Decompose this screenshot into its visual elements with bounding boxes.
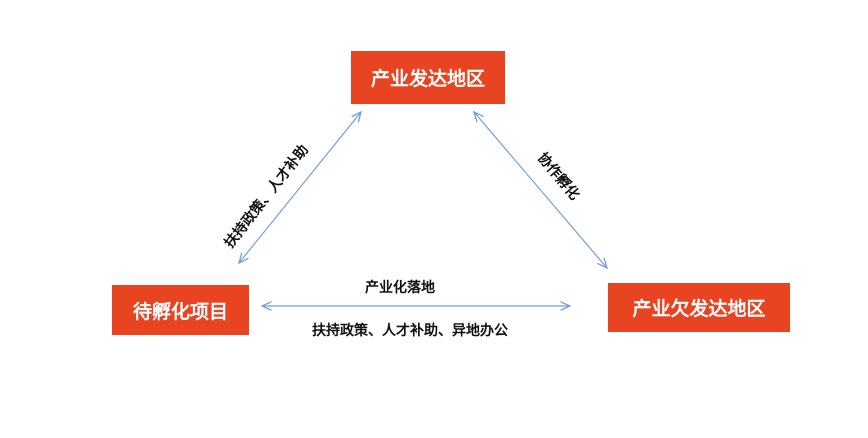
arrow-right-diagonal [474,112,607,268]
arrow-left-diagonal [239,112,361,263]
node-developed-region: 产业发达地区 [351,51,505,104]
edge-label-bottom: 扶持政策、人才补助、异地办公 [312,323,508,339]
edge-label-bottom-top: 产业化落地 [365,280,435,296]
node-underdeveloped-region: 产业欠发达地区 [608,283,790,332]
node-incubation-project: 待孵化项目 [112,285,249,335]
